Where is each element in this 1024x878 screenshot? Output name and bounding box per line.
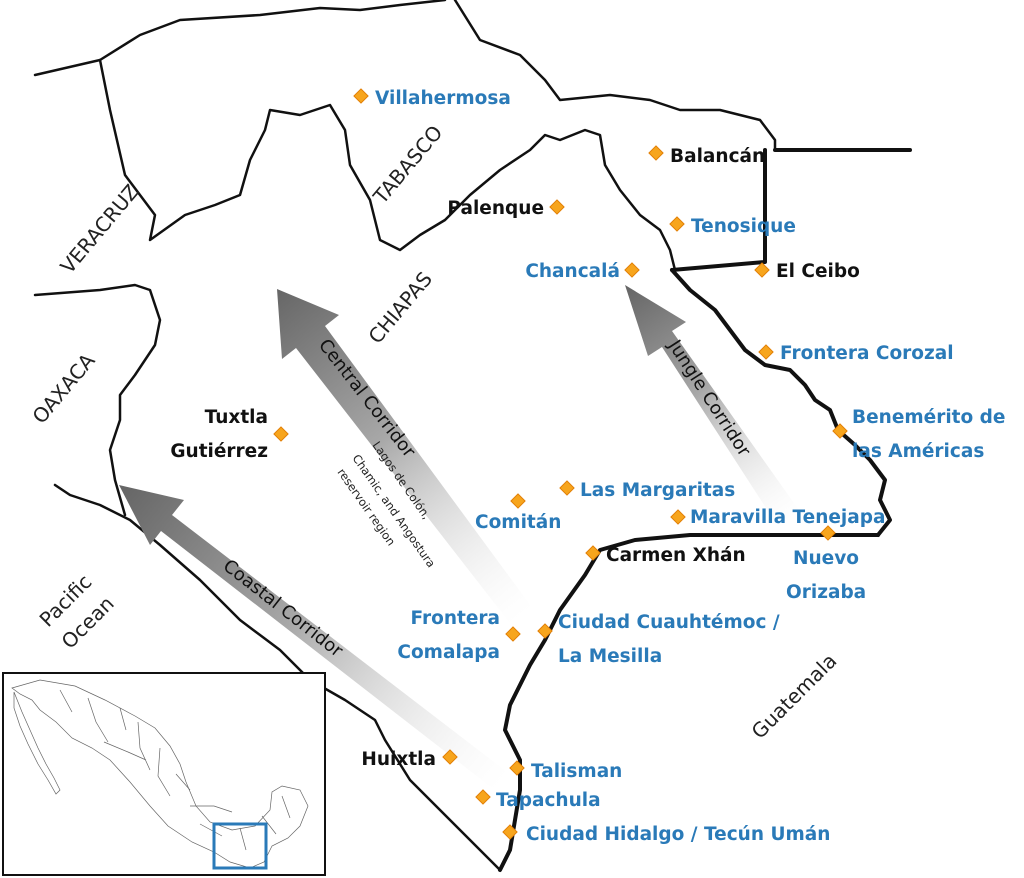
jungle-corridor-arrow [625,285,801,525]
marker-frontera-comalapa [505,626,521,642]
region-chiapas: CHIAPAS [363,267,437,348]
marker-palenque [549,199,565,215]
marker-las-margaritas [559,480,575,496]
label-maravilla: Maravilla Tenejapa [690,507,886,528]
marker-villahermosa [353,88,369,104]
label-villahermosa: Villahermosa [375,88,511,109]
label-las-margaritas: Las Margaritas [580,480,735,501]
inset-frame [2,672,326,876]
north-border [33,0,447,77]
marker-nuevo-orizaba [820,525,836,541]
label-tuxtla-line2: Gutiérrez [170,441,268,462]
oaxaca-border [33,283,162,517]
region-guatemala: Guatemala [747,649,842,744]
marker-comitan [510,493,526,509]
tenosique-elceibo-border [670,148,767,272]
label-nuevo-line2: Orizaba [786,582,866,603]
corridor-arrows [119,285,801,791]
label-huixtla: Huixtla [361,749,436,770]
label-ciudad-hidalgo: Ciudad Hidalgo / Tecún Umán [526,824,830,845]
label-cuauhtemoc-line2: La Mesilla [558,646,662,667]
label-tapachula: Tapachula [496,790,601,811]
label-tuxtla-line1: Tuxtla [205,407,268,428]
central-corridor-label: Central Corridor [314,335,420,462]
guatemala-east-border [498,533,880,872]
region-veracruz: VERACRUZ [55,180,143,279]
marker-el-ceibo [754,262,770,278]
label-frontera-comalapa-line1: Frontera [411,608,500,629]
label-benemerito-line2: las Américas [852,441,984,462]
usumacinta-border [670,268,892,537]
region-tabasco: TABASCO [368,121,448,209]
label-chancala: Chancalá [525,261,620,282]
marker-balancan [648,145,664,161]
coastal-corridor-arrow [119,485,507,791]
inset-mexico-outline [11,679,309,869]
label-tenosique: Tenosique [691,216,796,237]
jungle-corridor-label: Jungle Corridor [663,335,755,460]
marker-ciudad-hidalgo [502,824,518,840]
marker-tapachula [475,789,491,805]
state-borders [33,0,912,872]
mexico-inset-map [2,672,326,876]
marker-chancala [624,262,640,278]
inset-chiapas-highlight [212,822,268,870]
label-comitan: Comitán [475,512,561,533]
inset-state-lines [59,689,291,851]
tabasco-campeche-border [453,0,777,152]
label-el-ceibo: El Ceibo [776,261,860,282]
marker-carmen-xhan [585,545,601,561]
label-frontera-corozal: Frontera Corozal [780,343,954,364]
label-benemerito-line1: Benemérito de [852,407,1005,428]
marker-benemerito [832,423,848,439]
label-nuevo-line1: Nuevo [793,548,859,569]
label-cuauhtemoc-line1: Ciudad Cuauhtémoc / [558,612,780,633]
pacific-coast [53,483,502,872]
label-talisman: Talisman [531,761,622,782]
label-palenque: Palenque [447,198,544,219]
label-carmen-xhan: Carmen Xhán [606,545,746,566]
city-labels: Villahermosa Balancán Palenque Tenosique… [170,88,1005,845]
marker-frontera-corozal [758,344,774,360]
label-balancan: Balancán [670,146,765,167]
marker-talisman [509,760,525,776]
inset-baja-california [13,691,61,795]
marker-maravilla [670,509,686,525]
coastal-corridor-label: Coastal Corridor [219,555,347,662]
veracruz-tabasco-border [98,58,677,272]
region-oaxaca: OAXACA [27,348,99,428]
marker-cuauhtemoc [537,623,553,639]
marker-tenosique [669,216,685,232]
label-frontera-comalapa-line2: Comalapa [397,642,500,663]
central-corridor-arrow [277,289,536,627]
marker-tuxtla [273,426,289,442]
marker-huixtla [442,749,458,765]
city-markers [273,88,848,840]
